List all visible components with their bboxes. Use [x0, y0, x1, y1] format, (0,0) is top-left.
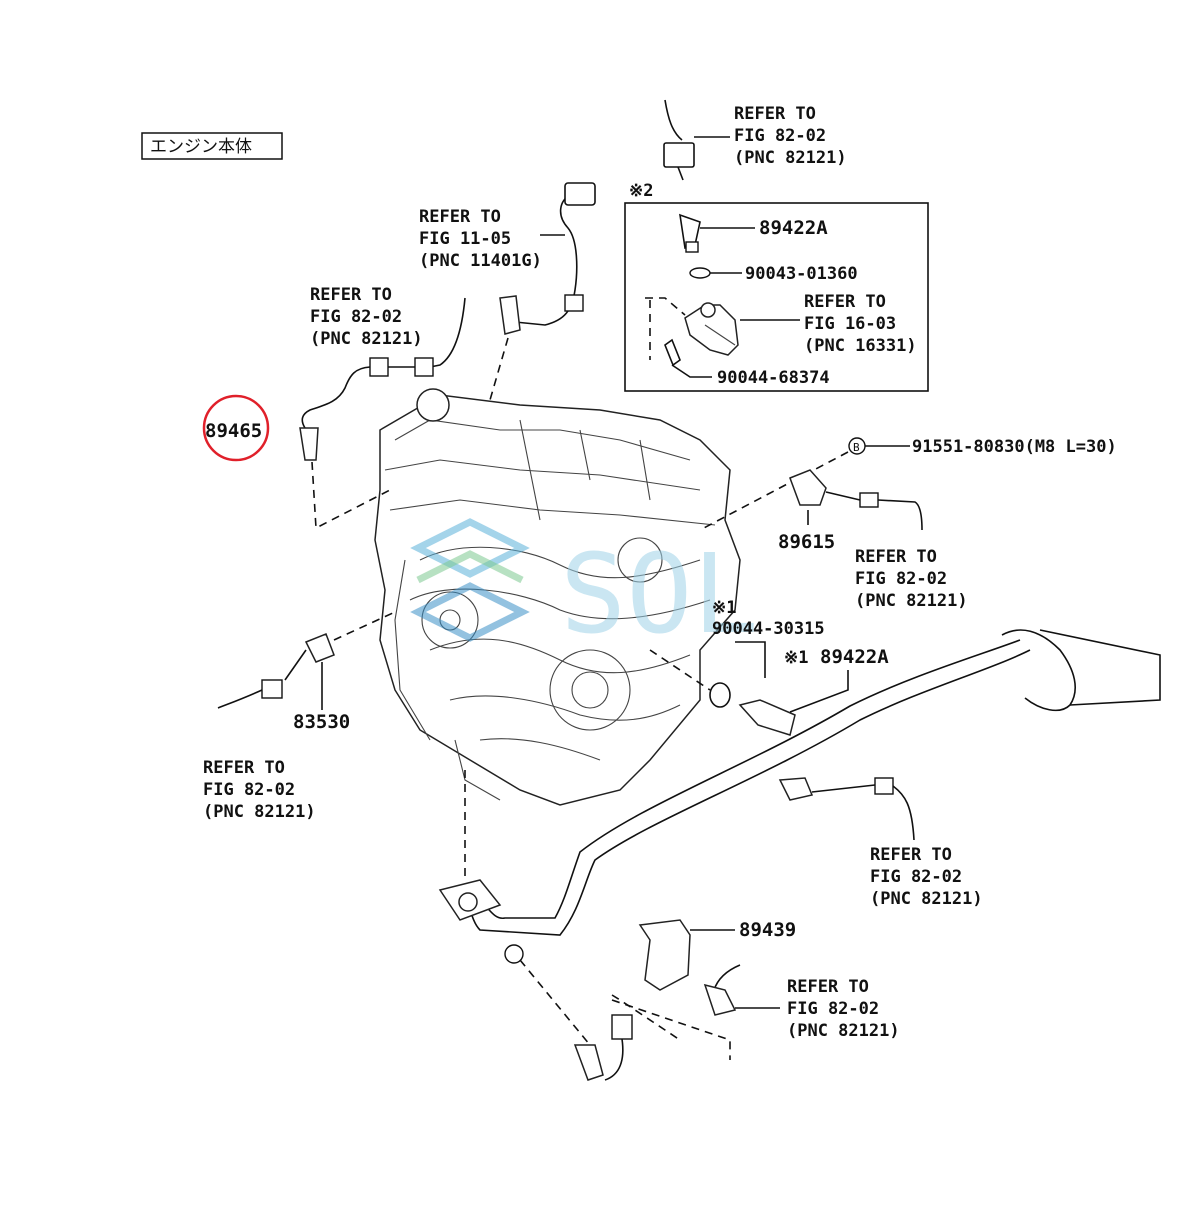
knock-sensor: B	[699, 437, 923, 531]
ref-fig-16-03: REFER TO FIG 16-03 (PNC 16331)	[804, 292, 917, 356]
part-90044-68374: 90044-68374	[717, 368, 830, 388]
top-harness	[663, 99, 730, 181]
watermark: SOL	[410, 518, 759, 658]
highlight-circle	[202, 394, 270, 462]
part-89422A-top: .	[759, 217, 770, 239]
svg-text:FIG 82-02: FIG 82-02	[734, 126, 826, 146]
ref-fig-11-05: REFER TO FIG 11-05 (PNC 11401G)	[419, 207, 542, 271]
part-89422A-top-label: 89422A	[759, 217, 828, 239]
watermark-text: SOL	[560, 530, 759, 658]
part-90043-01360: 90043-01360	[745, 264, 858, 284]
note-mark-1a: ※1	[712, 598, 736, 618]
svg-text:FIG 82-02: FIG 82-02	[310, 307, 402, 327]
svg-text:REFER TO: REFER TO	[787, 977, 869, 997]
o2-sensor-upper	[299, 297, 466, 530]
svg-text:REFER TO: REFER TO	[804, 292, 886, 312]
svg-text:REFER TO: REFER TO	[419, 207, 501, 227]
part-90044-30315: 90044-30315	[712, 619, 825, 639]
svg-text:FIG 82-02: FIG 82-02	[870, 867, 962, 887]
section-label: エンジン本体	[150, 137, 252, 157]
svg-text:FIG 16-03: FIG 16-03	[804, 314, 896, 334]
svg-text:REFER TO: REFER TO	[855, 547, 937, 567]
svg-text:REFER TO: REFER TO	[870, 845, 952, 865]
ref-fig-82-02-bottom: REFER TO FIG 82-02 (PNC 82121)	[787, 977, 900, 1041]
engine-block	[374, 388, 741, 806]
svg-text:FIG 82-02: FIG 82-02	[203, 780, 295, 800]
note-mark-2: ※2	[629, 181, 653, 201]
part-89465: 89465	[205, 420, 262, 442]
bracket-and-rear-o2-sensor	[519, 919, 780, 1081]
bolt-mark: B	[853, 441, 860, 454]
note-mark-1b: ※1	[784, 648, 808, 668]
svg-text:(PNC 82121): (PNC 82121)	[870, 889, 983, 909]
svg-text:REFER TO: REFER TO	[310, 285, 392, 305]
svg-text:(PNC 16331): (PNC 16331)	[804, 336, 917, 356]
svg-text:REFER TO: REFER TO	[203, 758, 285, 778]
ref-fig-82-02-left-low: REFER TO FIG 82-02 (PNC 82121)	[203, 758, 316, 822]
svg-text:FIG 82-02: FIG 82-02	[787, 999, 879, 1019]
svg-text:(PNC 82121): (PNC 82121)	[787, 1021, 900, 1041]
svg-text:(PNC 82121): (PNC 82121)	[734, 148, 847, 168]
exhaust-system	[438, 629, 1161, 964]
svg-text:(PNC 11401G): (PNC 11401G)	[419, 251, 542, 271]
ref-fig-82-02-right-low: REFER TO FIG 82-02 (PNC 82121)	[870, 845, 983, 909]
coolant-temp-sensor	[649, 641, 849, 736]
section-label-box: エンジン本体	[141, 132, 283, 160]
ref-fig-82-02-right-mid: REFER TO FIG 82-02 (PNC 82121)	[855, 547, 968, 611]
svg-text:FIG 11-05: FIG 11-05	[419, 229, 511, 249]
svg-text:(PNC 82121): (PNC 82121)	[855, 591, 968, 611]
ref-fig-82-02-left-top: REFER TO FIG 82-02 (PNC 82121)	[310, 285, 423, 349]
svg-text:(PNC 82121): (PNC 82121)	[203, 802, 316, 822]
svg-text:FIG 82-02: FIG 82-02	[855, 569, 947, 589]
subassembly-box-2	[624, 202, 929, 392]
svg-text:REFER TO: REFER TO	[734, 104, 816, 124]
part-89422A-lower: 89422A	[820, 646, 889, 668]
part-91551-80830: 91551-80830(M8 L=30)	[912, 437, 1117, 457]
svg-text:(PNC 82121): (PNC 82121)	[310, 329, 423, 349]
part-83530: 83530	[293, 711, 350, 733]
oil-pressure-switch	[217, 611, 396, 710]
part-89615: 89615	[778, 531, 835, 553]
part-89439: 89439	[739, 919, 796, 941]
ref-fig-82-02-top: REFER TO FIG 82-02 (PNC 82121)	[734, 104, 847, 168]
cam-sensor-harness	[489, 182, 596, 401]
